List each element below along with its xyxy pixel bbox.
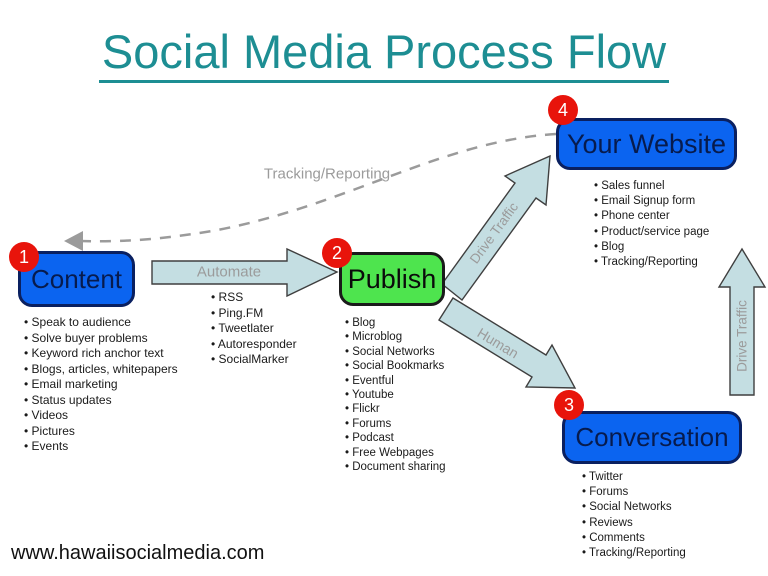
tracking-reporting-label: Tracking/Reporting	[263, 165, 391, 183]
conversation-node-label: Conversation	[575, 422, 729, 452]
automate-tools-list: RSSPing.FMTweetlaterAutoresponderSocialM…	[211, 290, 297, 368]
bullet-item: Social Networks	[345, 345, 446, 359]
bullet-item: RSS	[211, 290, 297, 306]
bullet-item: Social Networks	[582, 500, 686, 515]
publish-channels-list: BlogMicroblogSocial NetworksSocial Bookm…	[345, 316, 446, 474]
bullet-item: Social Bookmarks	[345, 359, 446, 373]
bullet-item: SocialMarker	[211, 352, 297, 368]
bullet-item: Tracking/Reporting	[594, 255, 709, 270]
bullet-item: Product/service page	[594, 225, 709, 240]
human-arrow-icon	[438, 297, 577, 389]
step-2-badge: 2	[322, 238, 352, 268]
bullet-item: Microblog	[345, 330, 446, 344]
bullet-item: Reviews	[582, 516, 686, 531]
bullet-item: Tracking/Reporting	[582, 546, 686, 561]
bullet-item: Forums	[582, 485, 686, 500]
bullet-item: Phone center	[594, 209, 709, 224]
conversation-node: Conversation	[562, 411, 742, 464]
bullet-item: Twitter	[582, 470, 686, 485]
bullet-item: Document sharing	[345, 460, 445, 474]
bullet-item: Comments	[582, 531, 686, 546]
page-title: Social Media Process Flow	[0, 26, 768, 83]
bullet-item: Blog	[594, 240, 709, 255]
content-node: Content	[18, 251, 135, 307]
your-website-node-label: Your Website	[566, 128, 727, 159]
tracking-reporting-dashed-curve	[79, 132, 557, 243]
bullet-item: Tweetlater	[211, 321, 297, 337]
publish-node: Publish	[339, 252, 445, 306]
content-bullet-list: Speak to audienceSolve buyer problemsKey…	[24, 315, 178, 455]
conversation-channels-list: TwitterForumsSocial NetworksReviewsComme…	[582, 470, 686, 561]
bullet-item: Autoresponder	[211, 337, 297, 353]
bullet-item: Speak to audience	[24, 315, 178, 331]
bullet-item: Pictures	[24, 424, 178, 440]
bullet-item: Status updates	[24, 393, 178, 409]
publish-node-label: Publish	[347, 263, 437, 294]
bullet-item: Podcast	[345, 431, 446, 445]
bullet-item: Events	[24, 439, 178, 455]
website-url: www.hawaiisocialmedia.com	[11, 542, 265, 564]
drive-traffic-side-label: Drive Traffic	[734, 300, 750, 372]
bullet-item: Eventful	[345, 374, 446, 388]
bullet-item: Videos	[24, 408, 178, 424]
drive-traffic-side-arrow-icon	[717, 247, 767, 396]
bullet-item: Solve buyer problems	[24, 331, 178, 347]
your-website-node: Your Website	[556, 118, 737, 170]
bullet-item: Keyword rich anchor text	[24, 346, 178, 362]
bullet-item: Ping.FM	[211, 306, 297, 322]
step-3-badge: 3	[554, 390, 584, 420]
bullet-item: Free Webpages	[345, 446, 446, 460]
step-4-badge: 4	[548, 95, 578, 125]
automate-arrow-icon	[151, 247, 339, 298]
bullet-item: Forums	[345, 417, 446, 431]
bullet-item: Blog	[345, 316, 446, 330]
automate-arrow-label: Automate	[196, 263, 262, 281]
bullet-item: Email marketing	[24, 377, 178, 393]
bullet-item: Blogs, articles, whitepapers	[24, 362, 178, 378]
content-node-label: Content	[30, 263, 123, 294]
drive-traffic-up-arrow-icon	[441, 154, 551, 302]
bullet-item: Email Signup form	[594, 194, 709, 209]
website-features-list: Sales funnelEmail Signup formPhone cente…	[594, 179, 709, 270]
tracking-reporting-arrowhead-icon	[64, 231, 83, 251]
bullet-item: Sales funnel	[594, 179, 709, 194]
bullet-item: Youtube	[345, 388, 446, 402]
bullet-item: Flickr	[345, 402, 446, 416]
step-1-badge: 1	[9, 242, 39, 272]
